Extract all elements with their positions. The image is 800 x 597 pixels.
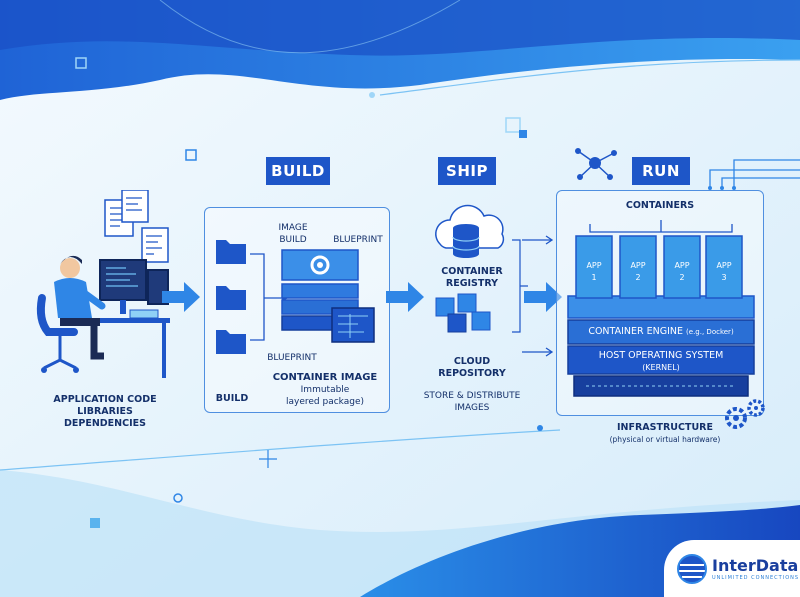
container-app-icon: [663, 235, 701, 299]
run-stack-illustration: [567, 220, 755, 397]
source-folders: [216, 240, 288, 354]
infrastructure-label: INFRASTRUCTURE: [617, 422, 713, 433]
host-os-label: HOST OPERATING SYSTEM: [598, 350, 724, 361]
network-icon: [575, 148, 617, 180]
stage-run-header: RUN: [632, 157, 690, 185]
app-2-label: APP 2: [630, 261, 646, 282]
container-registry-label: CONTAINER REGISTRY: [441, 266, 503, 289]
developer-label-1: APPLICATION CODE: [53, 394, 157, 405]
package-cubes-icon: [435, 293, 491, 333]
container-engine-sub: (e.g., Docker): [686, 328, 734, 336]
stage-build-header: BUILD: [266, 157, 330, 185]
developer-illustration: [36, 190, 170, 378]
code-document-icon: [104, 190, 169, 263]
container-image-label: CONTAINER IMAGE: [272, 372, 378, 383]
app-3-label: APP 3: [716, 261, 732, 282]
app-1-label: APP 1: [586, 261, 602, 282]
infrastructure-sub: (physical or virtual hardware): [609, 435, 721, 444]
stage-ship-header: SHIP: [438, 157, 496, 185]
connector-lines: [522, 235, 554, 357]
container-image-sub: Immutable layered package): [286, 385, 364, 407]
image-build-label: IMAGE BUILD: [278, 223, 308, 245]
container-app-icon: [619, 235, 657, 299]
image-layers-stack: [281, 249, 359, 331]
blueprint-top-label: BLUEPRINT: [333, 235, 383, 245]
arrow-right-icon: [162, 282, 200, 312]
folder-icon: [216, 286, 246, 310]
kernel-label: (KERNEL): [642, 363, 680, 372]
circuit-lines-icon: [708, 159, 800, 190]
app-2b-label: APP 2: [674, 261, 690, 282]
store-distribute-label: STORE & DISTRIBUTE IMAGES: [423, 391, 521, 413]
arrow-right-icon: [386, 282, 424, 312]
globe-logo-icon: [677, 553, 707, 584]
containers-label: CONTAINERS: [625, 200, 695, 211]
cloud-repository-label: CLOUD REPOSITORY: [438, 356, 506, 379]
gears-icon: [725, 399, 765, 429]
database-icon: [452, 224, 480, 258]
gear-icon: [310, 255, 330, 275]
folder-icon: [216, 330, 246, 354]
blueprint-icon: [331, 307, 375, 343]
registry-illustration: [435, 204, 528, 333]
brand-logo: InterData UNLIMITED CONNECTIONS: [664, 540, 800, 597]
container-app-icon: [575, 235, 613, 299]
brand-name: InterData: [712, 556, 799, 575]
blueprint-bottom-label: BLUEPRINT: [267, 353, 317, 363]
container-engine-label: CONTAINER ENGINE (e.g., Docker): [568, 326, 754, 338]
container-engine-text: CONTAINER ENGINE: [588, 326, 684, 337]
brand-tagline: UNLIMITED CONNECTIONS: [712, 575, 800, 581]
arrow-right-icon: [524, 282, 562, 312]
developer-label-2: LIBRARIES: [77, 406, 133, 417]
build-footer-label: BUILD: [215, 393, 249, 404]
developer-label-3: DEPENDENCIES: [64, 418, 146, 429]
container-app-icon: [705, 235, 743, 299]
folder-icon: [216, 240, 246, 264]
